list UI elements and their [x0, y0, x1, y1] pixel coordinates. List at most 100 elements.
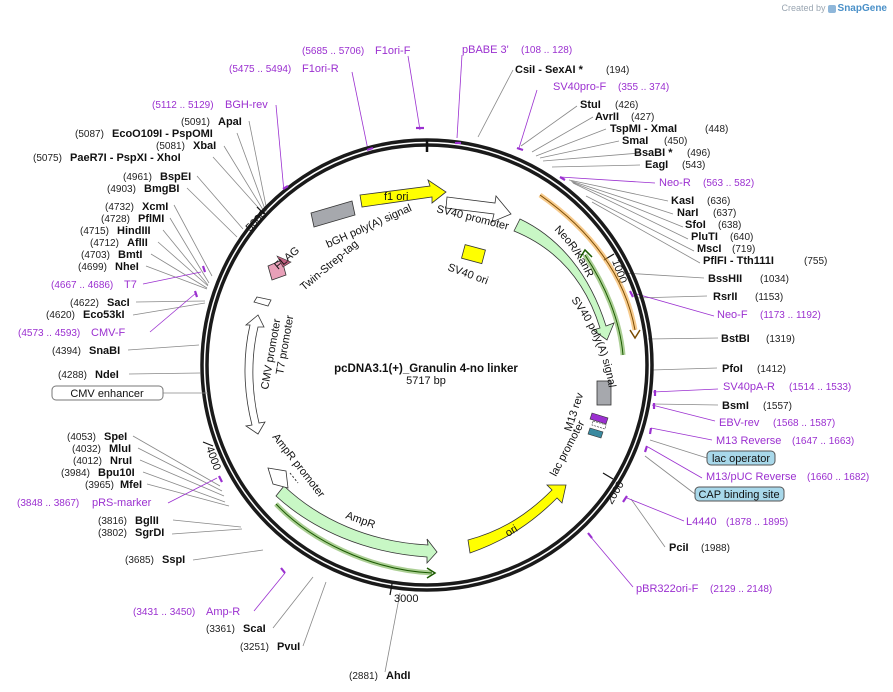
primer-ebv-rev-pos: (1568 .. 1587) — [773, 418, 835, 429]
primer-neo-r: Neo-R — [659, 177, 691, 189]
primer-m13puc-reverse: M13/pUC Reverse — [706, 471, 796, 483]
enzyme-eco53ki: Eco53kI — [83, 309, 125, 321]
tick-mark-4000 — [202, 441, 214, 447]
enzyme-kasi: KasI — [671, 195, 694, 207]
enzyme-snabi-pos: (4394) — [52, 346, 81, 357]
enzyme-paer7i-pos: (5075) — [33, 153, 62, 164]
enzyme-ahdi: AhdI — [386, 670, 410, 682]
primer-mark-neo-f — [629, 290, 634, 298]
primer-pbabe3-pos: (108 .. 128) — [521, 45, 572, 56]
primer-mark-bgh-rev — [282, 185, 289, 190]
primer-prs-marker: pRS-marker — [92, 497, 152, 509]
primer-f1ori-r: F1ori-R — [302, 63, 339, 75]
primer-bgh-rev-pos: (5112 .. 5129) — [152, 100, 214, 111]
enzyme-bpu10i: Bpu10I — [98, 467, 135, 479]
scale-ticks — [202, 206, 615, 596]
enzyme-bstbi-pos: (1319) — [766, 334, 795, 345]
enzyme-snabi: SnaBI — [89, 345, 120, 357]
cap-site-leader — [644, 455, 696, 495]
ampr-promoter-label: AmpR promoter — [270, 431, 327, 500]
enzyme-pflmi-pos: (4728) — [101, 214, 130, 225]
tick-mark-5000 — [256, 206, 265, 215]
enzyme-hindiii: HindIII — [117, 225, 151, 237]
enzyme-rsrii-pos: (1153) — [755, 292, 783, 303]
enzyme-ahdi-pos: (2881) — [349, 671, 378, 682]
enzyme-labels: CsiI - SexAI * (194) StuI (426) AvrII (4… — [33, 64, 827, 682]
enzyme-pcii-pos: (1988) — [701, 543, 730, 554]
enzyme-sgrdi-pos: (3802) — [98, 528, 127, 539]
enzyme-ndei-pos: (4288) — [58, 370, 87, 381]
orange-annotation-arc-core — [539, 194, 636, 331]
enzyme-bstbi: BstBI — [721, 333, 750, 345]
enzyme-bsmi: BsmI — [722, 400, 749, 412]
enzyme-bspei-pos: (4961) — [123, 172, 152, 183]
enzyme-nhei: NheI — [115, 261, 139, 273]
primer-m13puc-reverse-pos: (1660 .. 1682) — [807, 472, 869, 483]
enzyme-bsshii: BssHII — [708, 273, 742, 285]
enzyme-pfoi-pos: (1412) — [757, 364, 786, 375]
enzyme-stui-pos: (426) — [615, 100, 638, 111]
cmv-promoter-arrow — [244, 314, 266, 435]
enzyme-bsshii-pos: (1034) — [760, 274, 789, 285]
f1-ori-arrow — [359, 179, 447, 208]
enzyme-eagi-pos: (543) — [682, 160, 705, 171]
enzyme-bmti: BmtI — [118, 249, 142, 261]
primer-sv40pro-f: SV40pro-F — [553, 81, 606, 93]
bgh-polya-block — [310, 200, 356, 228]
enzyme-pflfi-pos: (755) — [804, 256, 827, 267]
primer-mark-t7 — [201, 265, 207, 273]
enzyme-bmgbi: BmgBI — [144, 183, 179, 195]
primer-prs-marker-pos: (3848 .. 3867) — [17, 498, 79, 509]
enzyme-pluti: PluTI — [691, 231, 718, 243]
enzyme-nari-pos: (637) — [713, 208, 736, 219]
tick-mark-2000 — [602, 472, 614, 480]
enzyme-pvui: PvuI — [277, 641, 300, 653]
enzyme-mfei-pos: (3965) — [85, 480, 114, 491]
primer-l4440-pos: (1878 .. 1895) — [726, 517, 788, 528]
primer-bgh-rev: BGH-rev — [225, 99, 268, 111]
lac-operator-leader — [649, 439, 708, 459]
ampr-promoter-arrow — [267, 467, 289, 489]
enzyme-pflfi: PflFI - Tth111I — [703, 255, 774, 267]
cap-site-block — [587, 427, 604, 439]
enzyme-xcmi-pos: (4732) — [105, 202, 134, 213]
lac-operator-box — [706, 450, 776, 466]
neor-kanr-arrow — [513, 218, 615, 341]
sv40-polya-block — [596, 380, 612, 406]
credit-text: Created by — [781, 3, 826, 13]
enzyme-mlui: MluI — [109, 443, 131, 455]
primer-amp-r: Amp-R — [206, 606, 240, 618]
enzyme-eco53ki-pos: (4620) — [46, 310, 75, 321]
primer-marks — [193, 126, 657, 574]
enzyme-pvui-pos: (3251) — [240, 642, 269, 653]
primer-mark-sv40pro-f — [516, 146, 524, 152]
enzyme-avrii: AvrII — [595, 111, 619, 123]
primer-mark-m13-reverse — [648, 427, 653, 435]
primer-f1ori-f: F1ori-F — [375, 45, 411, 57]
enzyme-nrui: NruI — [110, 455, 132, 467]
enzyme-apai: ApaI — [218, 116, 242, 128]
primer-m13-reverse: M13 Reverse — [716, 435, 781, 447]
snapgene-logo-icon — [827, 4, 836, 13]
primer-cmv-f: CMV-F — [91, 327, 126, 339]
enzyme-pfoi: PfoI — [722, 363, 743, 375]
enzyme-bsabi-pos: (496) — [687, 148, 710, 159]
primer-mark-prs-marker — [218, 475, 223, 483]
enzyme-msci-pos: (719) — [732, 244, 755, 255]
enzyme-csii-pos: (194) — [606, 65, 629, 76]
enzyme-tspmi-pos: (448) — [705, 124, 728, 135]
enzyme-ecoo109i: EcoO109I - PspOMI — [112, 128, 213, 140]
enzyme-bmti-pos: (4703) — [81, 250, 110, 261]
enzyme-ecoo109i-pos: (5087) — [75, 129, 104, 140]
enzyme-xbai-pos: (5081) — [156, 141, 185, 152]
primer-f1ori-f-pos: (5685 .. 5706) — [302, 46, 364, 57]
enzyme-spei-pos: (4053) — [67, 432, 96, 443]
enzyme-sspi: SspI — [162, 554, 185, 566]
primer-t7-pos: (4667 .. 4686) — [51, 280, 113, 291]
enzyme-saci: SacI — [107, 297, 130, 309]
enzyme-xbai: XbaI — [193, 140, 216, 152]
plasmid-name: pcDNA3.1(+)_Granulin 4-no linker — [334, 363, 518, 375]
tick-label-3000: 3000 — [394, 593, 418, 605]
enzyme-bmgbi-pos: (4903) — [107, 184, 136, 195]
